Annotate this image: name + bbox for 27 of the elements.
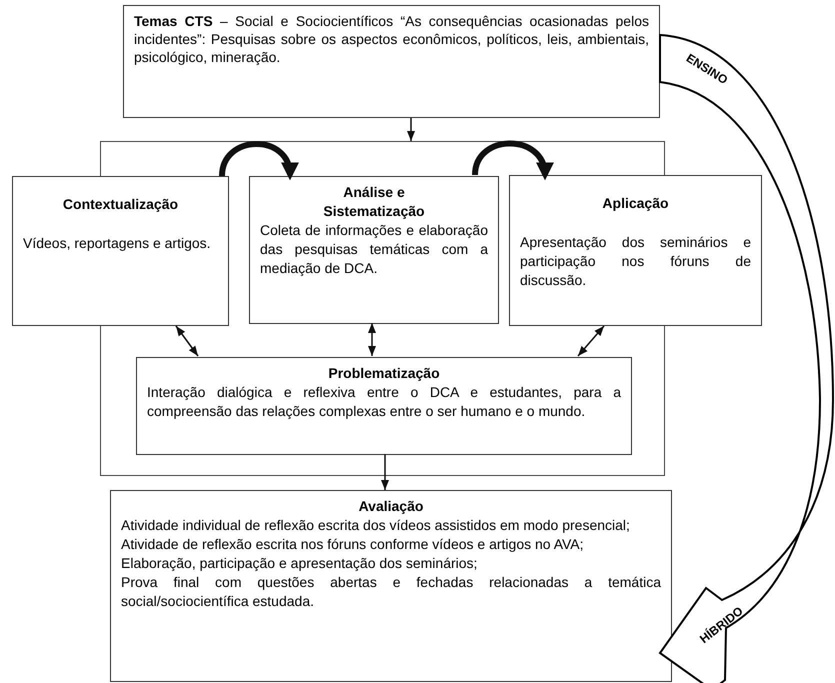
text-box [249, 176, 499, 324]
box-body-text: Vídeos, reportagens e artigos. [23, 234, 212, 253]
box-body-text: Atividade de reflexão escrita nos fóruns conforme vídeos e artigos no AVA; [121, 535, 585, 554]
box-heading: Problematização [327, 364, 441, 383]
arrow [472, 140, 552, 180]
text-box [509, 175, 762, 326]
arrow [381, 454, 389, 490]
text-box [136, 357, 632, 455]
box-heading: Análise e Sistematização [322, 183, 426, 221]
box-heading: Avaliação [358, 497, 424, 516]
text-box [110, 490, 672, 682]
arrow [577, 326, 605, 356]
box-body-text: Elaboração, participação e apresentação dos seminários; [121, 554, 478, 573]
arrow [175, 326, 199, 356]
text-box [12, 176, 229, 326]
box-body-text: Apresentação dos seminários e participação nos fóruns de discussão. [520, 233, 751, 290]
theme-text: Temas CTS – Social e Sociocientíficos “As consequências ocasionadas pelos incidentes”: Pesquisas sobre os aspectos econômicos, políticos, leis, ambientais, psicológico, mineração. [134, 12, 649, 66]
box-body-text: Interação dialógica e reflexiva entre o DCA e estudantes, para a compreensão das relações complexas entre o ser humano e o mundo. [147, 383, 621, 421]
box-heading: Aplicação [601, 194, 670, 213]
box-heading: Contextualização [62, 195, 180, 214]
box-body-text: Atividade individual de reflexão escrita dos vídeos assistidos em modo presencial; [121, 516, 631, 535]
arrow [219, 141, 298, 180]
box-body-text: Coleta de informações e elaboração das pesquisas temáticas com a mediação de DCA. [260, 221, 488, 278]
arrow [407, 118, 415, 141]
box-body-text: Prova final com questões abertas e fechadas relacionadas a temática social/sociocientífica estudada. [121, 573, 661, 611]
arrow [368, 323, 376, 356]
text-box [123, 5, 660, 118]
